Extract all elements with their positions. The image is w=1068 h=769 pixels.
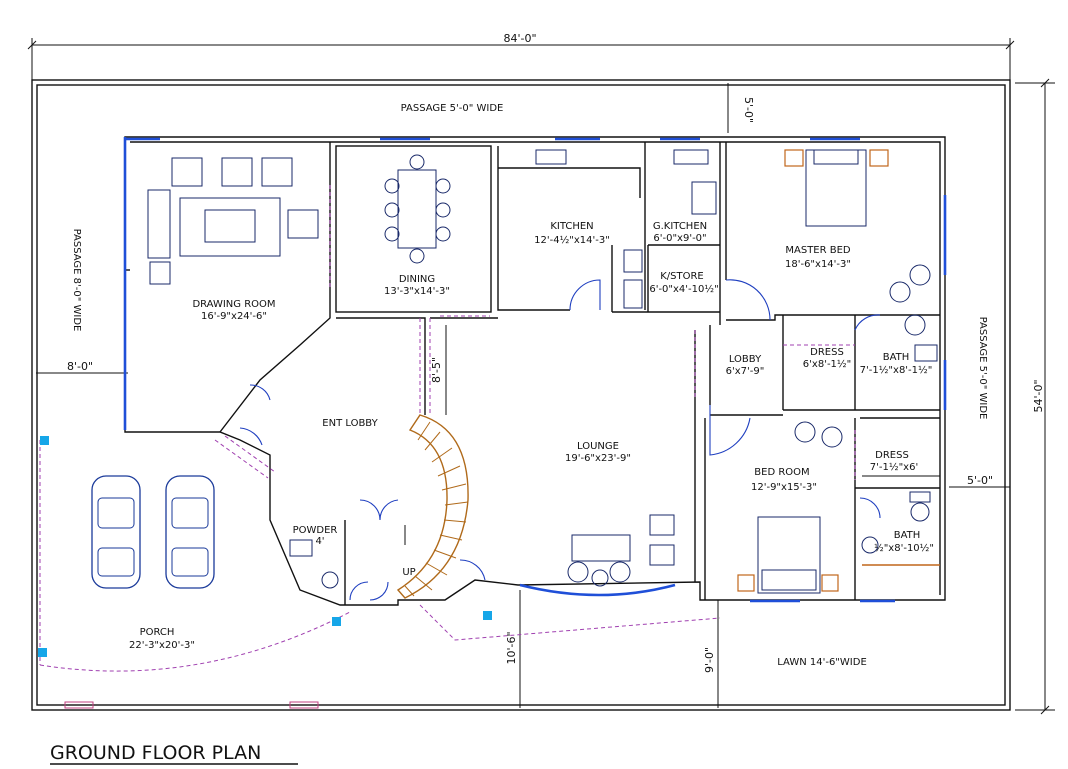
gkitchen-size: 6'-0"x9'-0": [653, 233, 706, 244]
dress1-size: 6'x8'-1½": [803, 358, 851, 370]
powder-name: POWDER: [293, 525, 338, 536]
lounge-size: 19'-6"x23'-9": [565, 453, 631, 464]
staircase: [396, 414, 469, 599]
plot-boundary: [31, 79, 1011, 711]
master-bed-name: MASTER BED: [785, 245, 851, 256]
kstore-size: 6'-0"x4'-10½": [649, 283, 718, 295]
door-swings: [239, 279, 881, 601]
bath2-size: ½"x8'-10½": [874, 542, 934, 554]
dress1-name: DRESS: [810, 347, 844, 358]
lobby-gap-label: 8'-5": [430, 357, 443, 383]
dress2-size: 7'-1½"x6': [870, 461, 918, 473]
opening-lines: [39, 185, 856, 672]
kitchen-name: KITCHEN: [550, 221, 593, 232]
gkitchen-name: G.KITCHEN: [653, 221, 707, 232]
plan-title-group: GROUND FLOOR PLAN: [50, 742, 298, 765]
front-gap-label: 10'-6": [505, 631, 518, 664]
right-gap-label: 5'-0": [967, 474, 993, 487]
building-walls: [124, 136, 946, 606]
dimension-labels: 84'-0" 54'-0" 5'-0" 8'-0" 5'-0" 8'-5" 10…: [67, 32, 1045, 673]
lounge-name: LOUNGE: [577, 441, 619, 452]
porch-name: PORCH: [140, 627, 175, 638]
passage-right-label: PASSAGE 5'-0" WIDE: [977, 317, 988, 420]
stair-up-label: UP: [402, 567, 415, 578]
kstore-name: K/STORE: [660, 271, 704, 282]
kitchen-size: 12'-4½"x14'-3": [534, 234, 610, 246]
bath2-name: BATH: [894, 530, 921, 541]
ent-lobby-name: ENT LOBBY: [322, 418, 378, 429]
master-bed-size: 18'-6"x14'-3": [785, 259, 851, 270]
porch-size: 22'-3"x20'-3": [129, 640, 195, 651]
bath1-size: 7'-1½"x8'-1½": [860, 364, 933, 376]
top-gap-label: 5'-0": [742, 97, 755, 123]
dining-size: 13'-3"x14'-3": [384, 286, 450, 297]
car-right: [165, 475, 215, 589]
dress2-name: DRESS: [875, 450, 909, 461]
bedroom-size: 12'-9"x15'-3": [751, 482, 817, 493]
bath1-name: BATH: [883, 352, 910, 363]
overall-depth-label: 54'-0": [1032, 379, 1045, 412]
plan-title: GROUND FLOOR PLAN: [50, 742, 261, 764]
lobby-name: LOBBY: [729, 354, 762, 365]
passage-left-label: PASSAGE 8'-0" WIDE: [71, 229, 82, 332]
drawing-room-size: 16'-9"x24'-6": [201, 311, 267, 322]
lobby-size: 6'x7'-9": [726, 366, 765, 377]
furniture: [38, 149, 940, 709]
left-gap-label: 8'-0": [67, 360, 93, 373]
lawn-label: LAWN 14'-6"WIDE: [777, 657, 867, 668]
windows: [123, 137, 947, 603]
dining-name: DINING: [399, 274, 435, 285]
passage-labels: PASSAGE 5'-0" WIDE PASSAGE 8'-0" WIDE PA…: [71, 103, 988, 668]
powder-size: 4': [315, 536, 324, 547]
lawn-gap-label: 9'-0": [703, 647, 716, 673]
plot-boundary-inner: [36, 84, 1006, 706]
room-labels: DRAWING ROOM 16'-9"x24'-6" DINING 13'-3"…: [129, 221, 934, 651]
passage-top-label: PASSAGE 5'-0" WIDE: [401, 103, 504, 114]
dimension-lines: [27, 38, 1055, 715]
drawing-room-name: DRAWING ROOM: [192, 299, 275, 310]
car-left: [91, 475, 141, 589]
bedroom-name: BED ROOM: [754, 467, 809, 478]
overall-width-label: 84'-0": [503, 32, 536, 45]
